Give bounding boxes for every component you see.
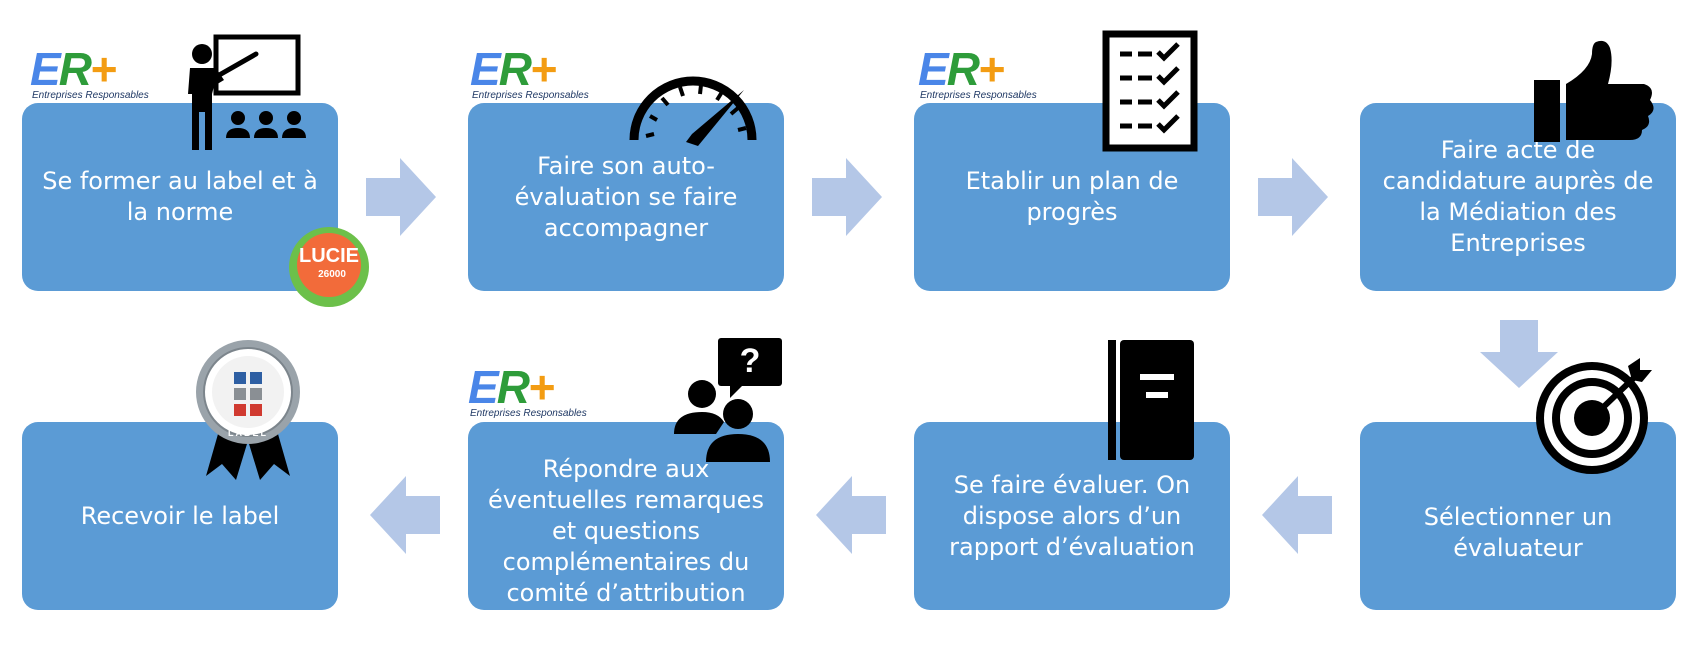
arrow-right-1 [366, 158, 436, 236]
er-plus-logo-3: ER+ Entreprises Responsables [918, 43, 1037, 101]
arrow-right-2 [812, 158, 882, 236]
step-5-text: Sélectionner un évaluateur [1423, 503, 1613, 562]
question-people-icon: ? [672, 338, 784, 462]
er-plus-logo-4: ER+ Entreprises Responsables [468, 361, 587, 419]
question-mark: ? [739, 342, 761, 380]
er-plus-logo-2: ER+ Entreprises Responsables [470, 43, 589, 101]
arrow-left-2 [816, 476, 886, 554]
step-7-box: Répondre aux éventuelles remarques et qu… [468, 422, 784, 610]
step-1-text: Se former au label et à la norme [42, 167, 318, 226]
arrow-down [1480, 320, 1558, 388]
step-8-box: Recevoir le label [22, 422, 338, 610]
arrow-right-3 [1258, 158, 1328, 236]
er-plus-logo-1: ER+ Entreprises Responsables [30, 43, 149, 101]
teacher-icon [188, 34, 306, 150]
step-2-box: Faire son auto-évaluation se faire accom… [468, 103, 784, 291]
step-7-text: Répondre aux éventuelles remarques et qu… [488, 454, 764, 607]
step-3-text: Etablir un plan de progrès [965, 167, 1179, 226]
lucie-26000-badge: LUCIE 26000 [284, 225, 374, 309]
target-icon [1536, 358, 1652, 474]
step-6-text: Se faire évaluer. On dispose alors d’un … [949, 470, 1195, 561]
thumbs-up-icon [1534, 40, 1654, 142]
checklist-icon [1102, 30, 1198, 152]
label-badge-icon: LABEL [196, 340, 300, 482]
arrow-left-3 [370, 476, 440, 554]
step-2-text: Faire son auto-évaluation se faire accom… [514, 151, 738, 242]
speedometer-icon [629, 76, 757, 146]
step-8-text: Recevoir le label [80, 501, 280, 530]
book-icon [1108, 340, 1194, 460]
arrow-left-1 [1262, 476, 1332, 554]
step-4-text: Faire acte de candidature auprès de la M… [1382, 136, 1654, 257]
